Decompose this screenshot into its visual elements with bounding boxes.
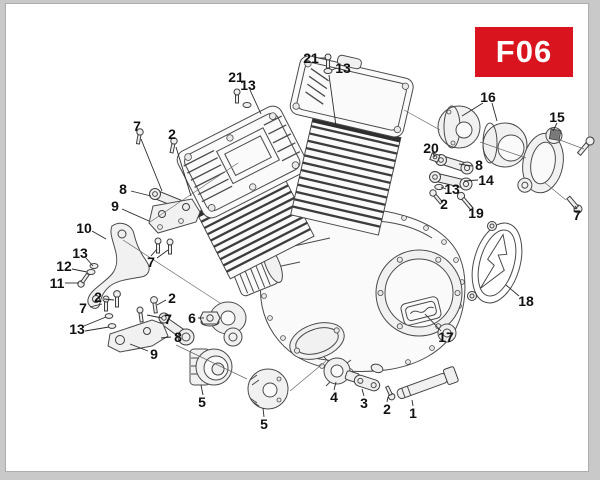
screw-7-lowerright xyxy=(136,306,144,323)
axis-lines-layer xyxy=(122,109,585,392)
inspection-plate xyxy=(289,322,345,360)
leader-line xyxy=(461,102,484,117)
screw-21-left xyxy=(233,88,241,104)
leader-line xyxy=(175,146,192,197)
screw-2-lowerleft xyxy=(113,290,121,308)
screw-2-lowerright xyxy=(150,296,158,314)
axis-line xyxy=(479,141,527,159)
leader-line xyxy=(331,67,338,71)
leader-line xyxy=(129,343,149,352)
leader-line xyxy=(146,314,163,319)
leader-line xyxy=(432,152,436,158)
axis-line xyxy=(403,109,441,131)
leader-line xyxy=(552,122,558,132)
washer-pair-13-lower xyxy=(104,313,117,329)
leader-line xyxy=(249,89,262,115)
leader-line xyxy=(156,299,167,306)
screw-flange-top xyxy=(576,136,595,157)
mount-flange-15 xyxy=(517,126,564,194)
screw-11 xyxy=(77,272,90,288)
shaft-part-1 xyxy=(396,366,459,399)
page-code-badge: F06 xyxy=(475,27,573,77)
starter-boss xyxy=(209,301,247,347)
leader-line xyxy=(361,388,365,397)
leader-line xyxy=(333,381,337,391)
bolt-19 xyxy=(456,191,474,211)
emblem-plate xyxy=(400,296,442,326)
washer-20 xyxy=(429,152,441,163)
leader-line xyxy=(424,313,442,332)
leader-line xyxy=(150,248,158,257)
leader-line xyxy=(130,190,152,197)
leader-line xyxy=(121,208,150,222)
washer-13-right-top xyxy=(323,68,333,74)
rear-cylinder xyxy=(290,116,402,236)
leader-line xyxy=(386,396,389,403)
bracket-9-lower xyxy=(107,319,169,353)
leader-line xyxy=(505,284,520,297)
output-boss xyxy=(437,323,457,343)
leader-line xyxy=(440,186,447,190)
rubber-mount-5b xyxy=(247,368,289,410)
strap-part-3 xyxy=(353,363,384,392)
leader-line xyxy=(156,249,169,259)
lightning-bracket xyxy=(467,221,523,304)
leader-line xyxy=(458,163,473,167)
leader-line xyxy=(140,138,163,192)
nut-6 xyxy=(199,311,221,327)
screw-21-right xyxy=(324,53,332,69)
screw-7-pair xyxy=(154,237,174,255)
link-arm-8-right xyxy=(435,154,474,175)
leader-line xyxy=(200,384,204,396)
screw-7-upper xyxy=(135,128,144,145)
leader-line xyxy=(103,298,115,301)
axis-line xyxy=(543,181,567,201)
leader-line xyxy=(160,336,172,339)
screw-flange-bottom xyxy=(566,195,583,214)
axis-line xyxy=(289,360,327,392)
leader-line xyxy=(328,74,337,127)
leader-line xyxy=(491,102,498,122)
bolt-part-2 xyxy=(385,385,396,401)
screw-2-upper xyxy=(169,137,178,154)
rubber-mount-16a xyxy=(437,105,481,149)
rubber-mount-5a xyxy=(189,348,233,386)
axis-line xyxy=(559,139,585,150)
leader-line xyxy=(411,399,414,407)
leader-line xyxy=(83,316,107,327)
axis-line xyxy=(175,344,248,380)
washer-13-right xyxy=(434,183,444,191)
link-arm-8-lower xyxy=(158,312,195,346)
leader-lines-layer xyxy=(65,57,578,418)
rear-rocker-cover xyxy=(289,54,414,138)
axis-line xyxy=(149,162,239,223)
bracket-9-upper xyxy=(148,198,201,234)
leader-line xyxy=(91,230,107,240)
screw-7-lowerleft xyxy=(102,295,110,312)
leader-line xyxy=(85,257,94,267)
hardware-parts xyxy=(77,53,595,410)
leader-line xyxy=(574,205,578,210)
link-arm-14 xyxy=(429,171,473,191)
leader-line xyxy=(468,202,474,209)
bracket-10 xyxy=(87,222,150,309)
cam-part-4 xyxy=(323,356,360,387)
washer-13-left-top xyxy=(242,102,252,108)
axis-line xyxy=(122,239,221,304)
leader-line xyxy=(71,268,88,273)
leader-line xyxy=(84,326,110,332)
leader-line xyxy=(262,407,265,418)
rubber-mount-16b xyxy=(482,122,528,168)
engine-illustration xyxy=(176,54,523,374)
screw-2-right xyxy=(429,189,444,205)
leader-line xyxy=(463,179,479,182)
front-rocker-cover xyxy=(176,105,308,219)
leader-line xyxy=(89,303,103,308)
